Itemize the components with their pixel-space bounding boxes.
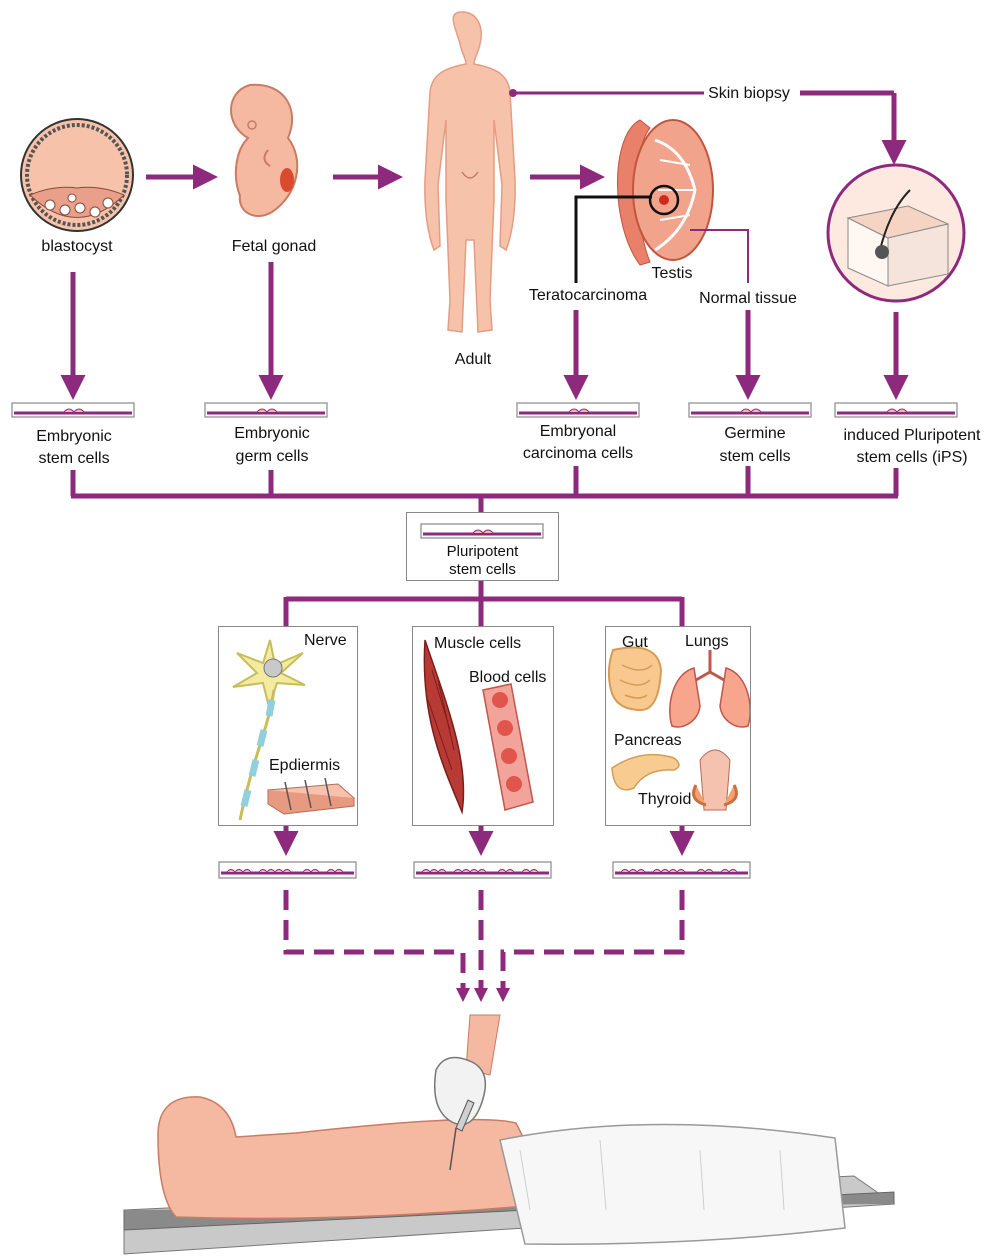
- testis-label: Testis: [639, 263, 705, 285]
- skin-biopsy-illustration: [828, 165, 964, 301]
- epidermis-label: Epdiermis: [269, 755, 340, 777]
- dish-nerve-culture: [219, 862, 356, 878]
- dish-embryonal-carcinoma: [517, 403, 639, 417]
- normal-tissue-label: Normal tissue: [688, 288, 808, 310]
- embryonic-germ-label-line2: germ cells: [216, 446, 328, 468]
- lungs-label: Lungs: [685, 631, 729, 653]
- ips-label-line2: stem cells (iPS): [834, 447, 990, 469]
- culture-arrows: [286, 826, 682, 851]
- embryonic-germ-label-line1: Embryonic: [216, 423, 328, 445]
- embryonal-carcinoma-label-line1: Embryonal: [510, 421, 646, 443]
- muscle-blood-box: [412, 626, 554, 826]
- ips-label-line1: induced Pluripotent: [834, 425, 990, 447]
- adult-figure: [425, 12, 515, 332]
- gut-label: Gut: [622, 632, 648, 654]
- merge-bus: [71, 466, 898, 512]
- dish-muscle-culture: [414, 862, 551, 878]
- dish-organ-culture: [613, 862, 750, 878]
- dish-germine-stem: [689, 403, 811, 417]
- dish-embryonic-stem: [12, 403, 134, 417]
- dish-embryonic-germ: [205, 403, 327, 417]
- germine-stem-label-line1: Germine: [700, 423, 810, 445]
- transplant-paths: [286, 890, 682, 990]
- muscle-label: Muscle cells: [434, 633, 521, 655]
- transplant-arrowheads: [456, 988, 510, 1002]
- nerve-label: Nerve: [304, 630, 347, 652]
- split-bus: [286, 580, 682, 627]
- blastocyst-illustration: [21, 119, 133, 231]
- embryonal-carcinoma-label-line2: carcinoma cells: [510, 443, 646, 465]
- blood-label: Blood cells: [469, 667, 546, 689]
- fetus-illustration: [231, 85, 297, 216]
- dish-ips: [835, 403, 957, 417]
- fetal-gonad-label: Fetal gonad: [219, 236, 329, 258]
- pluripotent-label-line1: Pluripotent: [406, 543, 559, 560]
- thyroid-label: Thyroid: [638, 789, 691, 811]
- adult-label: Adult: [440, 349, 506, 371]
- germine-stem-label-line2: stem cells: [700, 446, 810, 468]
- embryonic-stem-label-line1: Embryonic: [18, 426, 130, 448]
- teratocarcinoma-label: Teratocarcinoma: [520, 285, 656, 307]
- pluripotent-label-line2: stem cells: [406, 561, 559, 578]
- testis-illustration: [618, 120, 714, 265]
- patient-illustration: [124, 1097, 894, 1254]
- blastocyst-label: blastocyst: [32, 236, 122, 258]
- skin-biopsy-label: Skin biopsy: [701, 83, 797, 105]
- pancreas-label: Pancreas: [614, 730, 682, 752]
- embryonic-stem-label-line2: stem cells: [18, 448, 130, 470]
- nerve-box: [218, 626, 358, 826]
